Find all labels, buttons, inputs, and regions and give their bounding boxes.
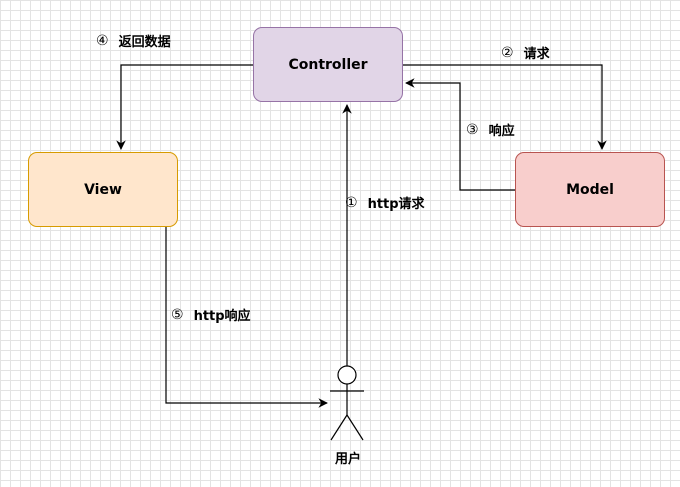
- controller-label: Controller: [288, 56, 368, 73]
- edge-label-fetch-data: ④ 返回数据: [96, 31, 171, 51]
- edge-text: 返回数据: [118, 35, 171, 50]
- edge-text: 请求: [523, 47, 550, 62]
- edge-text: http请求: [367, 197, 425, 212]
- edge-text: http响应: [193, 309, 251, 324]
- edge-response: [405, 78, 515, 191]
- edge-text: 响应: [488, 124, 515, 139]
- edge-label-response: ③ 响应: [466, 120, 515, 140]
- view-label: View: [84, 181, 122, 198]
- step-number: ④: [96, 32, 109, 49]
- edge-http-response: [165, 227, 328, 408]
- step-number: ③: [466, 121, 479, 138]
- step-number: ②: [501, 44, 514, 61]
- edge-fetch-data: [116, 64, 253, 150]
- controller-node[interactable]: Controller: [253, 27, 403, 102]
- edge-label-http-request: ① http请求: [345, 193, 425, 213]
- actor-label: 用户: [334, 452, 361, 467]
- step-number: ①: [345, 194, 358, 211]
- edge-request: [403, 64, 607, 150]
- model-label: Model: [566, 181, 614, 198]
- edge-label-http-response: ⑤ http响应: [171, 305, 251, 325]
- stick-figure-icon: [330, 365, 364, 441]
- view-node[interactable]: View: [28, 152, 178, 227]
- model-node[interactable]: Model: [515, 152, 665, 227]
- step-number: ⑤: [171, 306, 184, 323]
- edge-label-request: ② 请求: [501, 43, 550, 63]
